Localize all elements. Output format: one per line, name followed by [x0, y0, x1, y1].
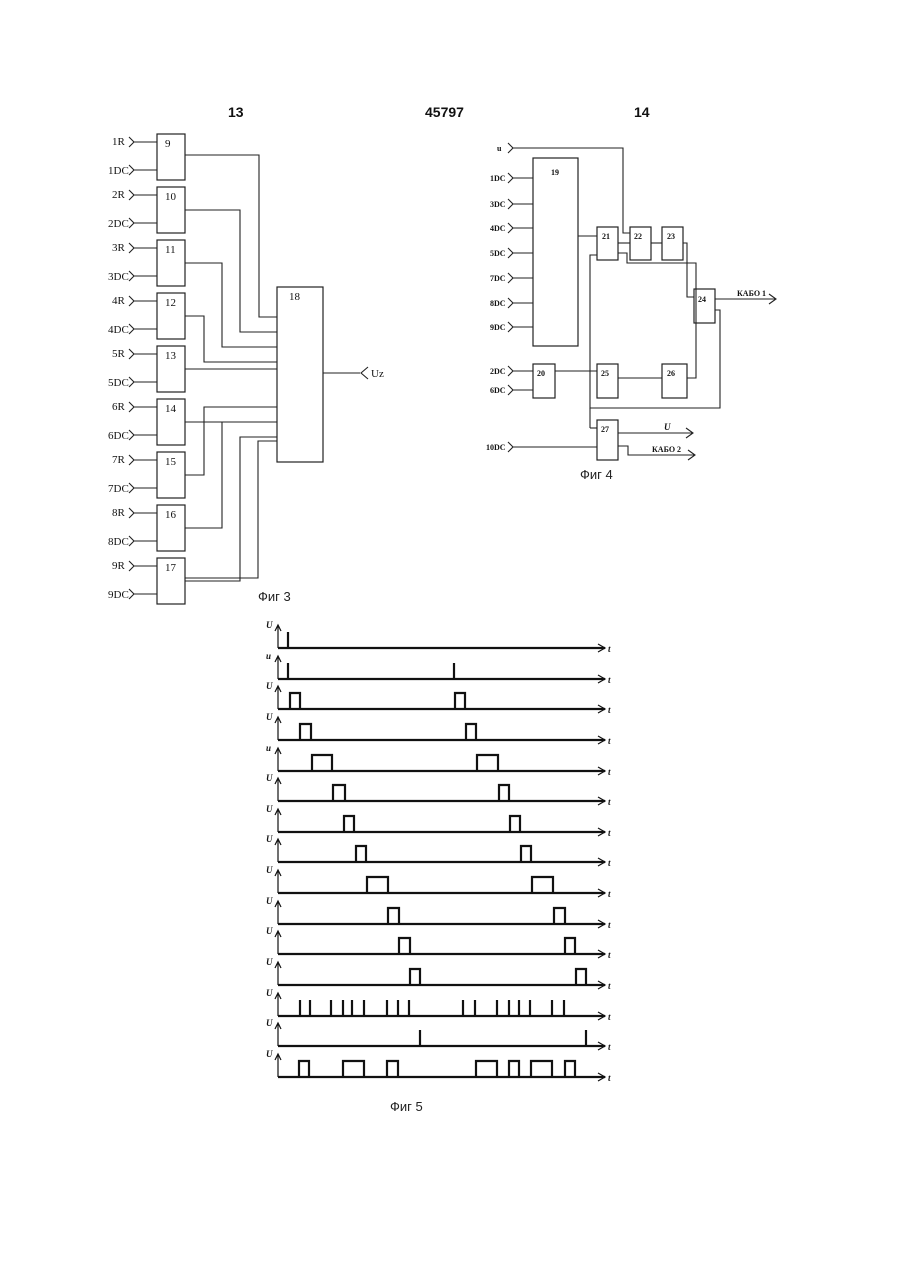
- pulse: [299, 1061, 309, 1077]
- waveform-label: U: [266, 896, 273, 906]
- pulse: [387, 1061, 398, 1077]
- time-axis-label: t: [608, 828, 611, 838]
- pulse: [521, 846, 531, 862]
- pulse: [466, 724, 476, 740]
- waveform-label: U: [266, 926, 273, 936]
- pulse: [565, 938, 575, 954]
- waveform-row: Ut: [266, 896, 611, 930]
- pulse: [399, 938, 410, 954]
- waveform-label: U: [266, 712, 273, 722]
- pulse: [290, 693, 300, 709]
- time-axis-label: t: [608, 920, 611, 930]
- time-axis-label: t: [608, 1042, 611, 1052]
- figure-caption: Фиг 5: [390, 1099, 423, 1114]
- pulse: [333, 785, 345, 801]
- waveform-label: U: [266, 865, 273, 875]
- pulse: [388, 908, 399, 924]
- time-axis-label: t: [608, 1012, 611, 1022]
- waveform-row: Ut: [266, 712, 611, 746]
- pulse: [509, 1061, 519, 1077]
- time-axis-label: t: [608, 644, 611, 654]
- waveform-label: U: [266, 620, 273, 630]
- pulse: [565, 1061, 575, 1077]
- pulse: [554, 908, 565, 924]
- waveform-row: Ut: [266, 926, 611, 960]
- time-axis-label: t: [608, 1073, 611, 1083]
- waveform-row: ut: [266, 651, 611, 685]
- time-axis-label: t: [608, 675, 611, 685]
- time-axis-label: t: [608, 950, 611, 960]
- waveform-row: Ut: [266, 988, 611, 1022]
- waveform-label: U: [266, 834, 273, 844]
- pulse: [576, 969, 586, 985]
- waveform-row: Ut: [266, 773, 611, 807]
- pulse: [410, 969, 420, 985]
- time-axis-label: t: [608, 767, 611, 777]
- pulse: [476, 1061, 497, 1077]
- waveform-label: U: [266, 1018, 273, 1028]
- pulse: [532, 877, 553, 893]
- waveform-label: U: [266, 681, 273, 691]
- waveform-row: Ut: [266, 620, 611, 654]
- waveform-label: u: [266, 743, 271, 753]
- waveform-row: Ut: [266, 1049, 611, 1083]
- waveform-label: U: [266, 957, 273, 967]
- waveform-label: U: [266, 1049, 273, 1059]
- time-axis-label: t: [608, 858, 611, 868]
- waveform-row: Ut: [266, 834, 611, 868]
- time-axis-label: t: [608, 705, 611, 715]
- pulse: [356, 846, 366, 862]
- waveform-row: Ut: [266, 804, 611, 838]
- waveform-label: U: [266, 804, 273, 814]
- pulse: [300, 724, 311, 740]
- time-axis-label: t: [608, 797, 611, 807]
- pulse: [343, 1061, 364, 1077]
- waveform-label: U: [266, 773, 273, 783]
- pulse: [531, 1061, 552, 1077]
- pulse: [344, 816, 354, 832]
- pulse: [312, 755, 332, 771]
- waveform-row: Ut: [266, 681, 611, 715]
- pulse: [510, 816, 520, 832]
- pulse: [499, 785, 509, 801]
- waveform-label: U: [266, 988, 273, 998]
- waveform-row: Ut: [266, 1018, 611, 1052]
- pulse: [367, 877, 388, 893]
- waveform-row: Ut: [266, 865, 611, 899]
- pulse: [455, 693, 465, 709]
- waveform-label: u: [266, 651, 271, 661]
- pulse: [477, 755, 498, 771]
- time-axis-label: t: [608, 981, 611, 991]
- time-axis-label: t: [608, 736, 611, 746]
- waveform-row: Ut: [266, 957, 611, 991]
- time-axis-label: t: [608, 889, 611, 899]
- waveform-row: ut: [266, 743, 611, 777]
